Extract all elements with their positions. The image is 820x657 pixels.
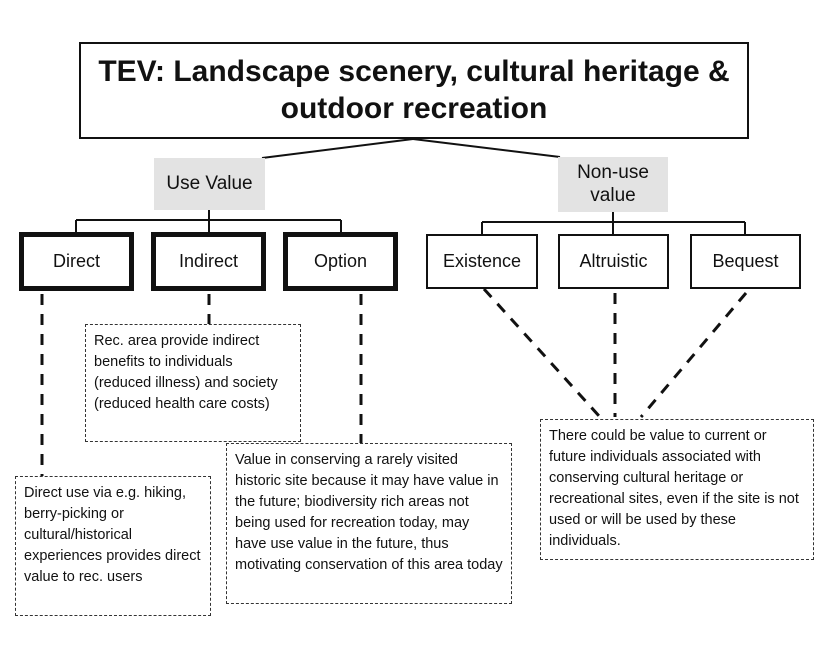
- option-note: Value in conserving a rarely visited his…: [226, 443, 512, 604]
- diagram-title: TEV: Landscape scenery, cultural heritag…: [98, 54, 730, 125]
- connector-title-nonuse: [412, 138, 561, 158]
- use-value-box: Use Value: [154, 158, 265, 210]
- direct-note: Direct use via e.g. hiking, berry-pickin…: [15, 476, 211, 616]
- indirect-note-text: Rec. area provide indirect benefits to i…: [94, 333, 278, 413]
- option-value-box: Option: [283, 232, 398, 291]
- non-use-value-box: Non-use value: [558, 157, 668, 212]
- connector-title-use: [261, 138, 414, 159]
- existence-value-box: Existence: [426, 234, 538, 289]
- dashed-bequest-note: [639, 292, 748, 418]
- direct-value-box: Direct: [19, 232, 134, 291]
- existence-value-label: Existence: [442, 251, 522, 271]
- bequest-value-box: Bequest: [690, 234, 801, 289]
- altruistic-value-box: Altruistic: [558, 234, 669, 289]
- option-note-text: Value in conserving a rarely visited his…: [235, 452, 503, 574]
- non-use-note-text: There could be value to current or futur…: [549, 428, 799, 550]
- dashed-existence-note: [482, 287, 602, 419]
- non-use-note: There could be value to current or futur…: [540, 419, 814, 560]
- use-value-label: Use Value: [166, 172, 253, 194]
- indirect-value-label: Indirect: [178, 251, 239, 271]
- bequest-value-label: Bequest: [712, 251, 779, 271]
- direct-value-label: Direct: [52, 251, 100, 271]
- indirect-value-box: Indirect: [151, 232, 266, 291]
- direct-note-text: Direct use via e.g. hiking, berry-pickin…: [24, 485, 201, 586]
- altruistic-value-label: Altruistic: [579, 251, 648, 271]
- indirect-note: Rec. area provide indirect benefits to i…: [85, 324, 301, 442]
- tev-title-box: TEV: Landscape scenery, cultural heritag…: [79, 42, 749, 139]
- option-value-label: Option: [313, 251, 368, 271]
- non-use-value-label: Non-use value: [577, 161, 649, 206]
